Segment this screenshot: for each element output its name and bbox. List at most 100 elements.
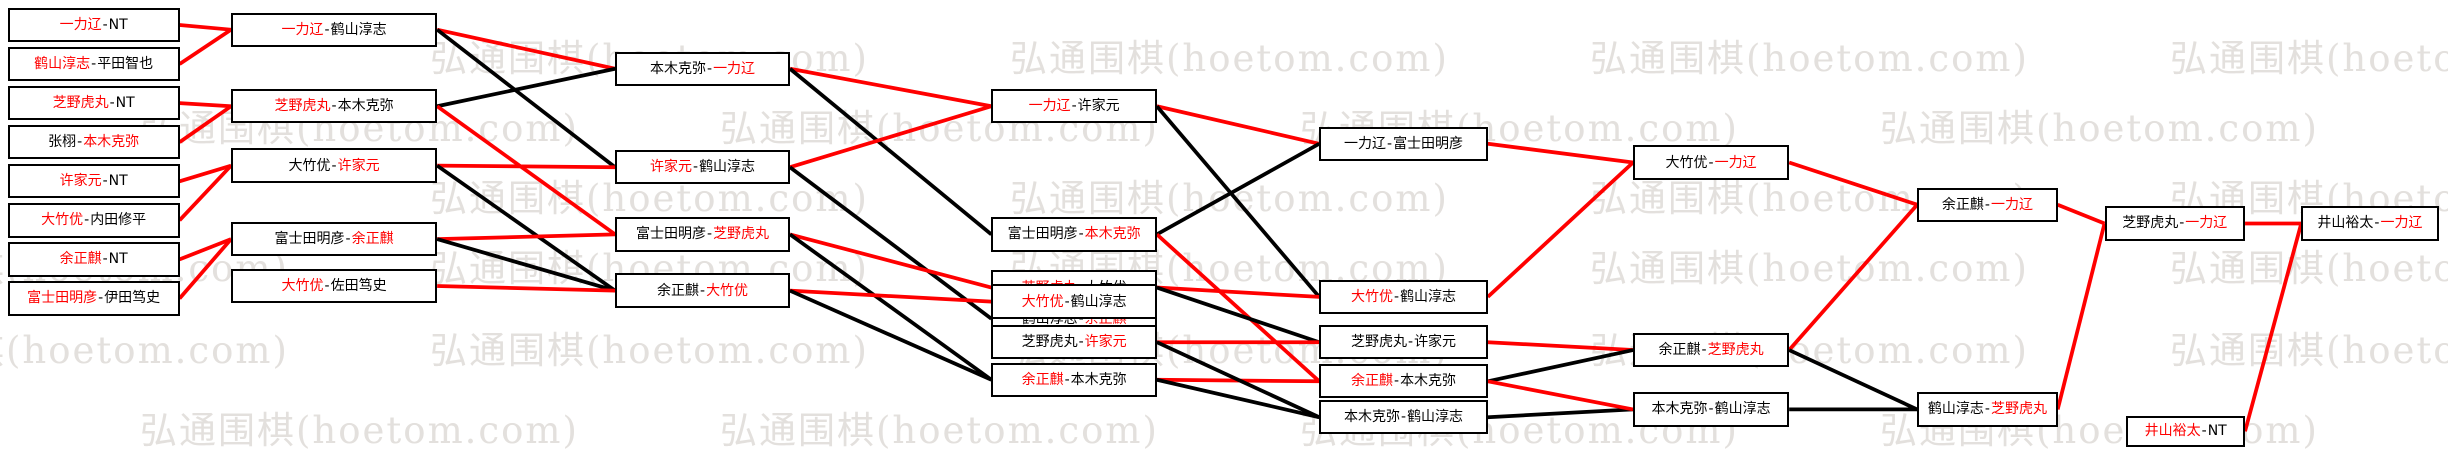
- bracket-connector: [789, 232, 992, 290]
- match-box-r1m5[interactable]: 许家元-NT: [7, 164, 180, 199]
- match-box-r8m1[interactable]: 芝野虎丸-一力辽: [2104, 206, 2246, 241]
- player-name: 许家元: [1414, 334, 1457, 351]
- match-box-r4m2[interactable]: 富士田明彦-本木克弥: [991, 217, 1157, 252]
- match-box-r1m1[interactable]: 一力辽-NT: [7, 7, 180, 43]
- match-box-r4m6[interactable]: 余正麒-本木克弥: [991, 362, 1157, 397]
- player-name: 富士田明彦: [1393, 135, 1464, 152]
- bracket-connector: [437, 284, 616, 293]
- player-name: 井山裕太: [2144, 423, 2201, 440]
- match-box-r7m2[interactable]: 鹤山淳志-芝野虎丸: [1917, 392, 2058, 427]
- match-box-r7m1[interactable]: 余正麒-一力辽: [1917, 187, 2058, 222]
- bracket-connector: [436, 104, 617, 236]
- versus-separator: -: [98, 290, 104, 307]
- player-name: 鹤山淳志: [1400, 288, 1457, 305]
- match-box-r3m3[interactable]: 富士田明彦-芝野虎丸: [615, 217, 790, 252]
- match-box-fm1[interactable]: 井山裕太-一力辽: [2301, 206, 2439, 241]
- match-box-r6m1[interactable]: 大竹优-一力辽: [1633, 145, 1790, 180]
- match-box-r1m6[interactable]: 大竹优-内田修平: [7, 203, 180, 238]
- bracket-connector: [2056, 202, 2106, 226]
- player-name: 大竹优: [1021, 293, 1064, 310]
- player-name: 许家元: [59, 173, 102, 190]
- versus-separator: -: [1701, 342, 1707, 359]
- bracket-connector: [435, 28, 617, 169]
- player-name: 井山裕太: [2317, 215, 2374, 232]
- bracket-connector: [1787, 203, 1919, 352]
- bracket-connector: [178, 28, 233, 66]
- player-name: 许家元: [650, 159, 692, 176]
- match-box-r4m5[interactable]: 芝野虎丸-许家元: [991, 325, 1157, 360]
- player-name: NT: [108, 17, 128, 33]
- match-box-r2m1[interactable]: 一力辽-鹤山淳志: [231, 12, 438, 47]
- match-box-r2m4[interactable]: 富士田明彦-余正麒: [231, 221, 438, 257]
- watermark-text: 弘通围棋(hoetom.com): [2170, 247, 2448, 290]
- match-box-r3m4[interactable]: 余正麒-大竹优: [615, 273, 790, 308]
- player-name: 余正麒: [1658, 342, 1701, 359]
- player-name: 芝野虎丸: [2122, 215, 2179, 232]
- player-name: 许家元: [337, 157, 380, 174]
- player-name: 芝野虎丸: [52, 95, 109, 112]
- match-box-r5m5[interactable]: 本木克弥-鹤山淳志: [1319, 400, 1488, 435]
- match-box-r3m2[interactable]: 许家元-鹤山淳志: [615, 150, 790, 185]
- player-name: 鹤山淳志: [34, 56, 91, 73]
- player-name: 余正麒: [1351, 373, 1393, 390]
- versus-separator: -: [102, 17, 108, 33]
- bracket-connector: [1487, 340, 1634, 352]
- bracket-connector: [1486, 161, 1635, 299]
- bracket-connector: [178, 237, 232, 262]
- player-name: 芝野虎丸: [1351, 334, 1407, 351]
- match-box-r1m4[interactable]: 张栩-本木克弥: [7, 125, 180, 160]
- player-name: 富士田明彦: [27, 290, 98, 307]
- versus-separator: -: [109, 95, 115, 112]
- bracket-connector: [1156, 377, 1320, 420]
- versus-separator: -: [324, 21, 330, 38]
- player-name: NT: [108, 173, 128, 190]
- player-name: 鹤山淳志: [1407, 409, 1464, 426]
- versus-separator: -: [1708, 401, 1714, 418]
- player-name: NT: [108, 251, 128, 268]
- bracket-connector: [1156, 104, 1320, 146]
- match-box-r2m3[interactable]: 大竹优-许家元: [231, 148, 438, 183]
- versus-separator: -: [1387, 135, 1393, 152]
- versus-separator: -: [1064, 293, 1070, 310]
- match-box-r1m7[interactable]: 余正麒-NT: [7, 242, 180, 277]
- match-box-r5m4[interactable]: 余正麒-本木克弥: [1319, 364, 1488, 399]
- match-box-r5m2[interactable]: 大竹优-鹤山淳志: [1319, 279, 1488, 315]
- match-box-r6m3[interactable]: 本木克弥-鹤山淳志: [1633, 392, 1790, 427]
- versus-separator: -: [1408, 334, 1414, 351]
- match-box-r4m7[interactable]: 大竹优-鹤山淳志: [991, 284, 1157, 319]
- player-name: 一力辽: [2185, 215, 2228, 232]
- match-box-r6m2[interactable]: 余正麒-芝野虎丸: [1633, 332, 1790, 368]
- versus-separator: -: [1394, 373, 1400, 390]
- versus-separator: -: [693, 159, 699, 176]
- match-box-r1m2[interactable]: 鹤山淳志-平田智也: [7, 46, 180, 82]
- player-name: 大竹优: [706, 282, 749, 299]
- player-name: NT: [2207, 423, 2227, 440]
- player-name: 鹤山淳志: [330, 21, 387, 38]
- player-name: 芝野虎丸: [713, 226, 770, 243]
- player-name: 本木克弥: [83, 134, 140, 151]
- match-box-r4m1[interactable]: 一力辽-许家元: [991, 89, 1157, 124]
- versus-separator: -: [1078, 334, 1084, 351]
- bracket-connector: [1487, 348, 1634, 384]
- bracket-connector: [1156, 340, 1321, 419]
- versus-separator: -: [345, 231, 351, 248]
- match-box-r3m1[interactable]: 本木克弥-一力辽: [615, 51, 790, 86]
- player-name: 大竹优: [288, 157, 331, 174]
- match-box-r2m2[interactable]: 芝野虎丸-本木克弥: [231, 89, 438, 124]
- player-name: 大竹优: [1665, 154, 1708, 171]
- bracket-connector: [789, 104, 992, 170]
- bracket-connector: [437, 163, 616, 170]
- player-name: 余正麒: [1021, 371, 1064, 388]
- player-name: 一力辽: [1714, 154, 1757, 171]
- match-box-r8m2[interactable]: 井山裕太-NT: [2126, 415, 2246, 447]
- player-name: 佐田笃史: [330, 277, 387, 294]
- player-name: 伊田笃史: [104, 290, 161, 307]
- versus-separator: -: [84, 212, 90, 229]
- match-box-r1m3[interactable]: 芝野虎丸-NT: [7, 85, 180, 121]
- match-box-r2m5[interactable]: 大竹优-佐田笃史: [231, 268, 438, 304]
- match-box-r5m1[interactable]: 一力辽-富士田明彦: [1319, 126, 1488, 161]
- watermark-text: 弘通围棋(hoetom.com): [0, 329, 289, 372]
- match-box-r1m8[interactable]: 富士田明彦-伊田笃史: [7, 281, 180, 316]
- match-box-r5m3[interactable]: 芝野虎丸-许家元: [1319, 325, 1488, 360]
- versus-separator: -: [1984, 401, 1990, 418]
